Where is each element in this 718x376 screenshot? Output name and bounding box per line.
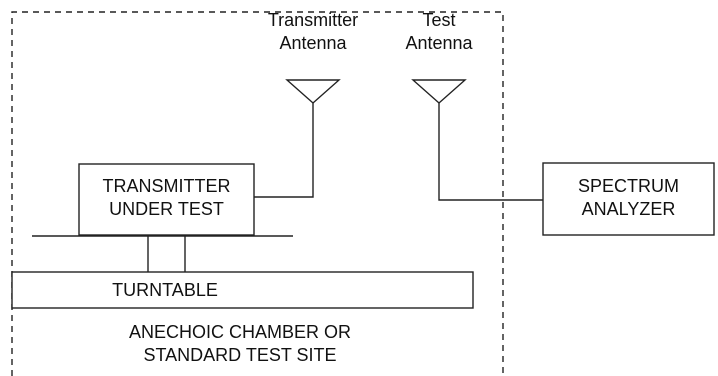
spectrum-analyzer-label: SPECTRUM ANALYZER [543,175,714,221]
chamber-boundary [11,11,504,376]
test-antenna-label: Test Antenna [384,9,494,55]
turntable-box [11,271,474,309]
transmitter-box-label-line1: TRANSMITTER [102,176,231,196]
test-antenna-label-line1: Test [422,10,456,30]
test-antenna-icon [411,79,467,104]
transmitter-box-label: TRANSMITTER UNDER TEST [79,175,254,221]
spectrum-analyzer-label-line2: ANALYZER [581,199,676,219]
transmitter-antenna-label-line1: Transmitter [267,10,359,30]
transmitter-antenna-cable [254,103,314,198]
transmitter-antenna-icon [285,79,341,104]
turntable-label: TURNTABLE [80,279,250,302]
turntable-label-text: TURNTABLE [112,280,218,300]
chamber-label-line1: ANECHOIC CHAMBER OR [128,322,352,342]
transmitter-antenna-label: Transmitter Antenna [248,9,378,55]
chamber-label: ANECHOIC CHAMBER OR STANDARD TEST SITE [80,321,400,367]
spectrum-analyzer-box [542,162,715,236]
spectrum-analyzer-label-line1: SPECTRUM [577,176,679,196]
transmitter-box [78,163,255,236]
test-antenna-label-line2: Antenna [405,33,473,53]
chamber-label-line2: STANDARD TEST SITE [143,345,337,365]
transmitter-box-label-line2: UNDER TEST [109,199,224,219]
transmitter-antenna-label-line2: Antenna [279,33,347,53]
test-antenna-cable [438,103,543,201]
